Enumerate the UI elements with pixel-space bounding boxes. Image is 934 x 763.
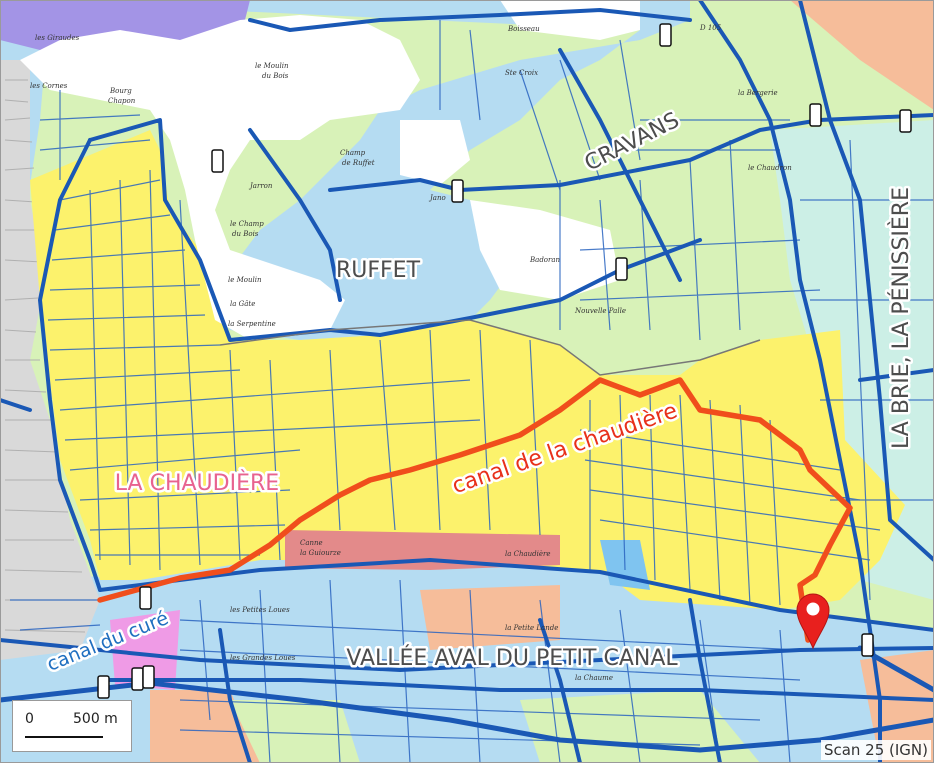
sluice-gate-icons: [97, 23, 912, 699]
east-cyan-zone: [770, 120, 934, 600]
sluice-gate-icon: [451, 179, 464, 203]
label-la-brie: LA BRIE, LA PÉNISSIÈRE: [888, 187, 914, 449]
svg-text:la Chaudière: la Chaudière: [505, 550, 551, 558]
svg-text:la Chaume: la Chaume: [575, 674, 613, 682]
label-la-chaudiere: LA CHAUDIÈRE: [115, 470, 279, 496]
scale-zero-label: 0: [25, 711, 34, 727]
champ-ruffet-white-zone: [400, 120, 470, 185]
svg-text:Champ: Champ: [340, 149, 366, 157]
svg-text:Badoran: Badoran: [529, 256, 561, 264]
svg-text:du Bois: du Bois: [262, 72, 289, 80]
canal-chaudiere-line: [97, 377, 853, 643]
svg-text:de Ruffet: de Ruffet: [342, 159, 375, 167]
northeast-salmon-zone: [790, 0, 934, 110]
svg-text:les Petites Loues: les Petites Loues: [230, 606, 290, 614]
svg-text:la Serpentine: la Serpentine: [228, 320, 276, 328]
svg-text:les Cornes: les Cornes: [30, 82, 68, 90]
red-zone: [285, 530, 560, 570]
svg-text:le Moulin: le Moulin: [228, 276, 262, 284]
coast-hatching: [4, 79, 90, 633]
sluice-gate-icon: [211, 149, 224, 173]
svg-text:les Grandes Loues: les Grandes Loues: [230, 654, 296, 662]
scale-bar-graphic: 0 500 m: [25, 711, 118, 738]
sluice-gate-icon: [131, 667, 144, 691]
svg-text:Boisseau: Boisseau: [507, 25, 540, 33]
sluice-gate-icon: [97, 675, 110, 699]
sluice-gate-icon: [809, 103, 822, 127]
coast-gray-zone: [0, 60, 100, 660]
south-salmon-zone: [420, 585, 560, 650]
pink-zone: [110, 610, 180, 690]
svg-text:le Champ: le Champ: [230, 220, 264, 228]
svg-text:du Bois: du Bois: [232, 230, 259, 238]
badoran-white-zone: [470, 200, 620, 300]
place-name-texts: Bourg Chapon le Moulin du Bois le Champ …: [30, 24, 792, 682]
svg-text:le Moulin: le Moulin: [255, 62, 289, 70]
svg-text:Bourg: Bourg: [109, 87, 132, 95]
sluice-gate-icon: [139, 586, 152, 610]
label-ruffet: RUFFET: [336, 258, 421, 283]
parcel-lines: [10, 20, 934, 763]
svg-text:D 105: D 105: [699, 24, 722, 32]
yellow-zone-chaudiere: [30, 130, 905, 610]
gray-boundary-line: [219, 319, 761, 376]
map-attribution: Scan 25 (IGN): [820, 740, 931, 760]
svg-text:Jarron: Jarron: [248, 182, 273, 190]
svg-text:Nouvelle Palle: Nouvelle Palle: [574, 307, 626, 315]
sluice-gate-icon: [142, 665, 155, 689]
sluice-gate-icon: [899, 109, 912, 133]
sluice-gate-icon: [615, 257, 628, 281]
svg-text:les Giraudes: les Giraudes: [35, 34, 80, 42]
sluice-gate-icon: [861, 633, 874, 657]
scale-bar: 0 500 m: [12, 700, 132, 752]
label-vallee-aval: VALLÉE AVAL DU PETIT CANAL: [346, 645, 678, 671]
sluice-gate-icon: [659, 23, 672, 47]
svg-text:le Chaudron: le Chaudron: [748, 164, 792, 172]
svg-text:la Petite Lande: la Petite Lande: [505, 624, 558, 632]
village-white-zone: [20, 15, 420, 340]
svg-text:la Guiourze: la Guiourze: [300, 549, 341, 557]
svg-text:la Gâte: la Gâte: [230, 300, 255, 308]
svg-text:la Bergerie: la Bergerie: [738, 89, 778, 97]
scale-distance-label: 500 m: [73, 711, 118, 727]
svg-text:Canne: Canne: [300, 539, 323, 547]
svg-text:Jano: Jano: [428, 194, 446, 202]
north-blue-zone: [0, 0, 690, 340]
svg-text:Chapon: Chapon: [108, 97, 136, 105]
southwest-green-zone: [230, 700, 360, 763]
map-pin-icon[interactable]: [796, 593, 830, 650]
svg-text:Ste Croix: Ste Croix: [505, 69, 538, 77]
